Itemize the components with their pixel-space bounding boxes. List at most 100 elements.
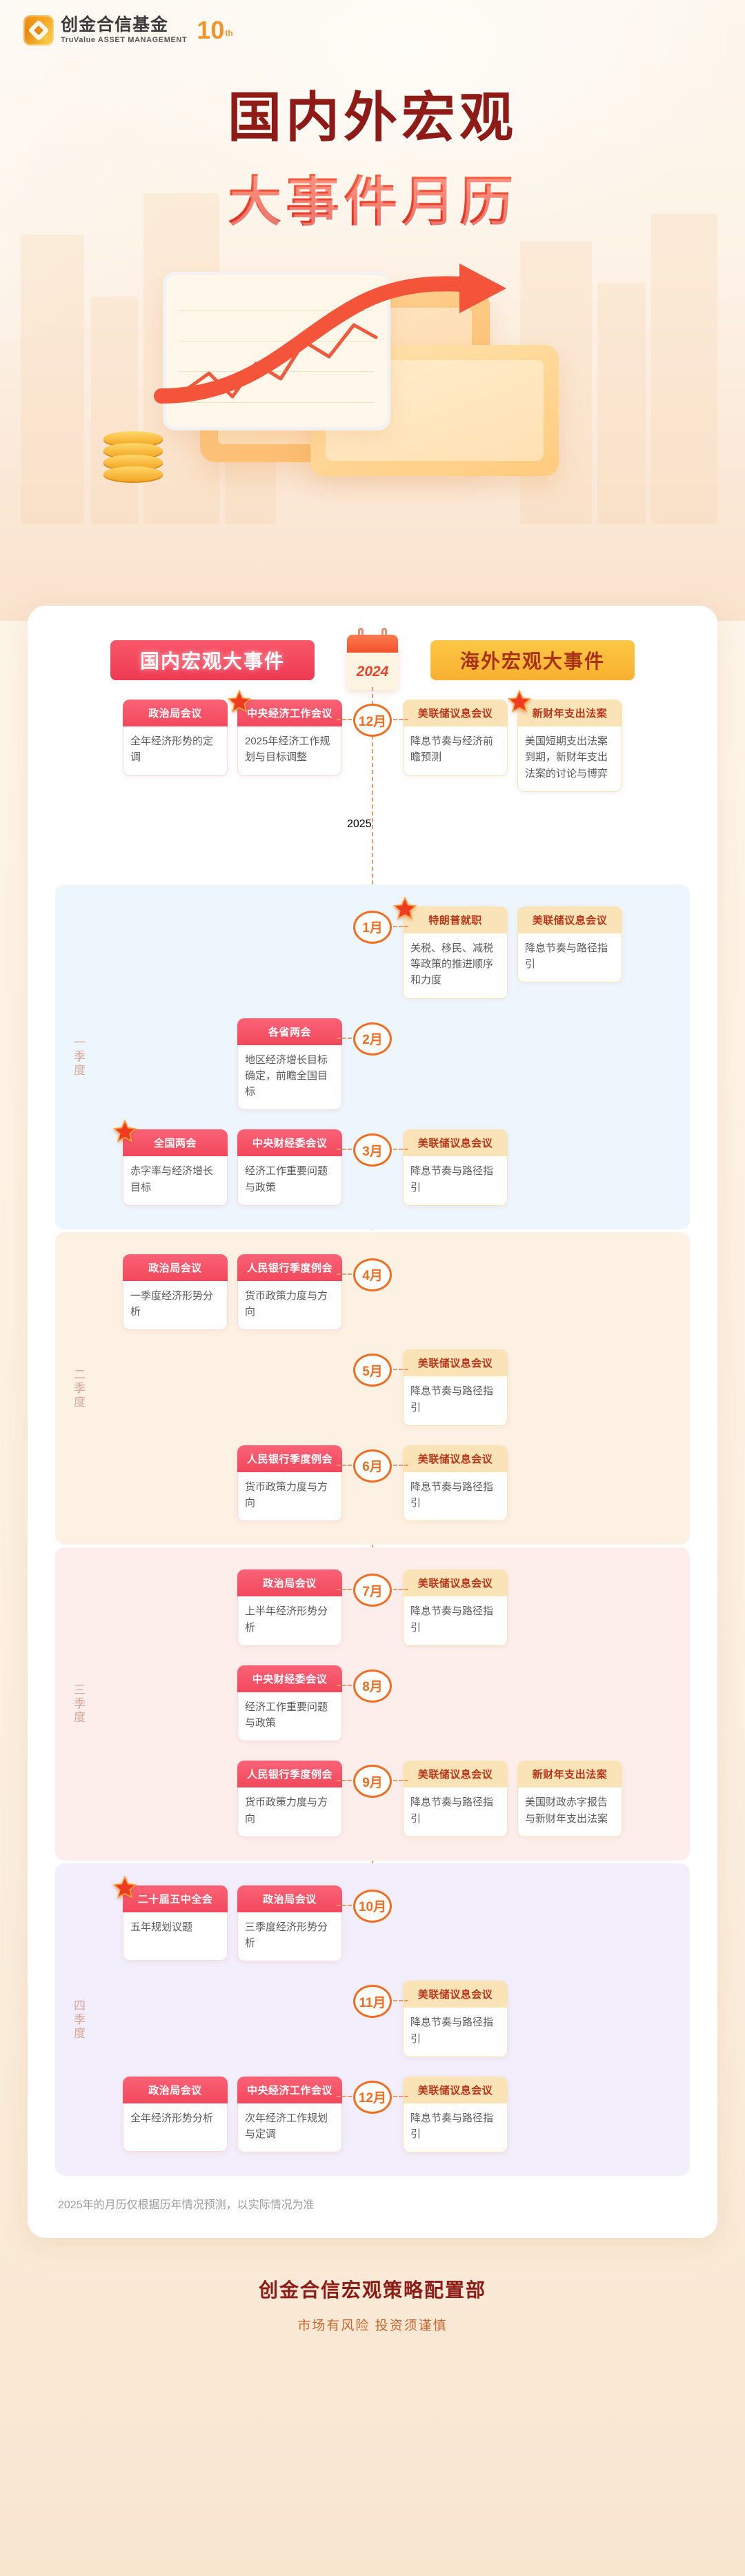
event-card[interactable]: 美联储议息会议降息节奏与路径指引 — [403, 1445, 508, 1522]
calendar-year-2025: 2025 — [347, 818, 372, 830]
event-card-description: 美国短期支出法案到期，新财年支出法案的讨论与博弈 — [517, 726, 622, 792]
event-card-title: 政治局会议 — [237, 1569, 342, 1597]
month-badge[interactable]: 6月 — [353, 1449, 392, 1483]
event-card-title: 美联储议息会议 — [403, 700, 508, 726]
event-card[interactable]: 各省两会地区经济增长目标确定，前瞻全国目标 — [237, 1018, 342, 1111]
building-silhouette — [597, 283, 646, 524]
event-card[interactable]: 美联储议息会议降息节奏与路径指引 — [403, 1129, 508, 1206]
month-row: 11月美联储议息会议降息节奏与路径指引 — [55, 1971, 690, 2067]
month-badge[interactable]: 4月 — [353, 1258, 392, 1291]
event-card-title: 中央财经委会议 — [237, 1665, 342, 1692]
event-card-title: 中央财经委会议 — [237, 1129, 342, 1157]
calendar-2025-icon: 2025 — [347, 818, 398, 878]
overseas-events: 美联储议息会议降息节奏与经济前瞻预测新财年支出法案美国短期支出法案到期，新财年支… — [372, 690, 690, 792]
month-row: 各省两会地区经济增长目标确定，前瞻全国目标 2月 — [55, 1009, 690, 1120]
event-card-title: 人民银行季度例会 — [237, 1445, 342, 1472]
event-card-title: 人民银行季度例会 — [237, 1761, 342, 1788]
star-icon — [113, 1120, 137, 1143]
calendar-2024-icon: 2024 — [347, 628, 398, 690]
event-card-title: 美联储议息会议 — [403, 1129, 508, 1157]
event-card[interactable]: 新财年支出法案美国短期支出法案到期，新财年支出法案的讨论与博弈 — [508, 690, 622, 792]
quarter-label: 一季度 — [72, 1036, 85, 1078]
footer-department: 创金合信宏观策略配置部 — [258, 2279, 486, 2301]
footer-risk-warning: 市场有风险 投资须谨慎 — [297, 2318, 448, 2333]
connector-dash-left — [337, 1684, 352, 1686]
event-card[interactable]: 美联储议息会议降息节奏与路径指引 — [403, 1981, 508, 2057]
connector-dash-left — [337, 1149, 352, 1151]
event-card[interactable]: 特朗普就职关税、移民、减税等政策的推进顺序和力度 — [393, 896, 508, 999]
event-card[interactable]: 全国两会赤字率与经济增长目标 — [113, 1120, 228, 1206]
event-card-description: 一季度经济形势分析 — [123, 1280, 228, 1331]
event-card-title: 美联储议息会议 — [403, 1349, 508, 1377]
brand-name-cn: 创金合信基金 — [61, 15, 169, 34]
event-card[interactable]: 美联储议息会议降息节奏与路径指引 — [403, 2076, 508, 2153]
event-card-description: 降息节奏与经济前瞻预测 — [403, 726, 508, 776]
anniversary-suffix: th — [225, 28, 233, 39]
event-card-title: 二十届五中全会 — [123, 1885, 228, 1912]
page-title-line2: 大事件月历 — [0, 159, 745, 236]
overseas-events: 美联储议息会议降息节奏与路径指引 — [372, 1129, 690, 1206]
month-badge[interactable]: 8月 — [353, 1669, 392, 1703]
disclaimer-note: 2025年的月历仅根据历年情况预测，以实际情况为准 — [58, 2199, 315, 2212]
event-card[interactable]: 二十届五中全会五年规划议题 — [113, 1875, 228, 1961]
overseas-events: 美联储议息会议降息节奏与路径指引 — [372, 1445, 690, 1522]
event-card-title: 美联储议息会议 — [403, 1981, 508, 2008]
event-card[interactable]: 人民银行季度例会货币政策力度与方向 — [237, 1254, 342, 1331]
month-badge[interactable]: 1月 — [353, 910, 392, 944]
event-card[interactable]: 政治局会议全年经济形势分析 — [123, 2076, 228, 2152]
event-card-title: 美联储议息会议 — [403, 1761, 508, 1788]
month-row: 1月特朗普就职关税、移民、减税等政策的推进顺序和力度美联储议息会议降息节奏与路径… — [55, 896, 690, 1009]
hero-illustration — [0, 262, 745, 579]
overseas-events: 美联储议息会议降息节奏与路径指引新财年支出法案美国财政赤字报告与新财年支出法案 — [372, 1761, 690, 1837]
event-card[interactable]: 政治局会议一季度经济形势分析 — [123, 1254, 228, 1331]
event-card[interactable]: 美联储议息会议降息节奏与路径指引 — [403, 1349, 508, 1426]
event-card[interactable]: 政治局会议上半年经济形势分析 — [237, 1569, 342, 1646]
star-icon — [393, 896, 417, 920]
event-card[interactable]: 人民银行季度例会货币政策力度与方向 — [237, 1445, 342, 1522]
month-badge[interactable]: 12月 — [353, 704, 392, 737]
domestic-events: 各省两会地区经济增长目标确定，前瞻全国目标 — [55, 1018, 372, 1111]
month-badge[interactable]: 2月 — [353, 1022, 392, 1056]
month-row: 5月美联储议息会议降息节奏与路径指引 — [55, 1340, 690, 1436]
month-badge[interactable]: 11月 — [353, 1985, 392, 2019]
event-card[interactable]: 中央财经委会议经济工作重要问题与政策 — [237, 1665, 342, 1742]
event-card-title: 美联储议息会议 — [403, 2076, 508, 2103]
event-card[interactable]: 新财年支出法案美国财政赤字报告与新财年支出法案 — [517, 1761, 622, 1837]
anniversary-number: 10 — [197, 16, 225, 45]
connector-dash-right — [393, 1464, 408, 1466]
event-card-description: 五年规划议题 — [123, 1912, 228, 1961]
month-badge[interactable]: 9月 — [353, 1765, 392, 1799]
event-card[interactable]: 政治局会议全年经济形势的定调 — [123, 700, 228, 776]
event-card[interactable]: 政治局会议三季度经济形势分析 — [237, 1885, 342, 1962]
month-row: 政治局会议一季度经济形势分析人民银行季度例会货币政策力度与方向 4月 — [55, 1245, 690, 1340]
month-badge[interactable]: 12月 — [353, 2080, 392, 2114]
month-badge[interactable]: 5月 — [353, 1354, 392, 1387]
event-card[interactable]: 美联储议息会议降息节奏与路径指引 — [517, 906, 622, 983]
event-card-title: 中央经济工作会议 — [237, 2076, 342, 2103]
event-card-title: 美联储议息会议 — [403, 1569, 508, 1597]
quarter-label: 三季度 — [72, 1683, 85, 1725]
event-card-title: 政治局会议 — [237, 1885, 342, 1912]
month-badge[interactable]: 3月 — [353, 1133, 392, 1167]
event-card[interactable]: 美联储议息会议降息节奏与路径指引 — [403, 1569, 508, 1646]
event-card-description: 全年经济形势分析 — [123, 2103, 228, 2152]
connector-dash-right — [393, 925, 408, 927]
overseas-events: 特朗普就职关税、移民、减税等政策的推进顺序和力度美联储议息会议降息节奏与路径指引 — [372, 896, 690, 999]
month-badge[interactable]: 7月 — [353, 1574, 392, 1607]
month-badge[interactable]: 10月 — [353, 1889, 392, 1923]
event-card[interactable]: 美联储议息会议降息节奏与经济前瞻预测 — [403, 700, 508, 776]
connector-dash-left — [337, 719, 352, 720]
domestic-events: 人民银行季度例会货币政策力度与方向 — [55, 1761, 372, 1837]
event-card[interactable]: 美联储议息会议降息节奏与路径指引 — [403, 1761, 508, 1837]
event-card[interactable]: 中央财经委会议经济工作重要问题与政策 — [237, 1129, 342, 1206]
event-card[interactable]: 人民银行季度例会货币政策力度与方向 — [237, 1761, 342, 1837]
event-card[interactable]: 中央经济工作会议次年经济工作规划与定调 — [237, 2076, 342, 2153]
overseas-events: 美联储议息会议降息节奏与路径指引 — [372, 1569, 690, 1646]
